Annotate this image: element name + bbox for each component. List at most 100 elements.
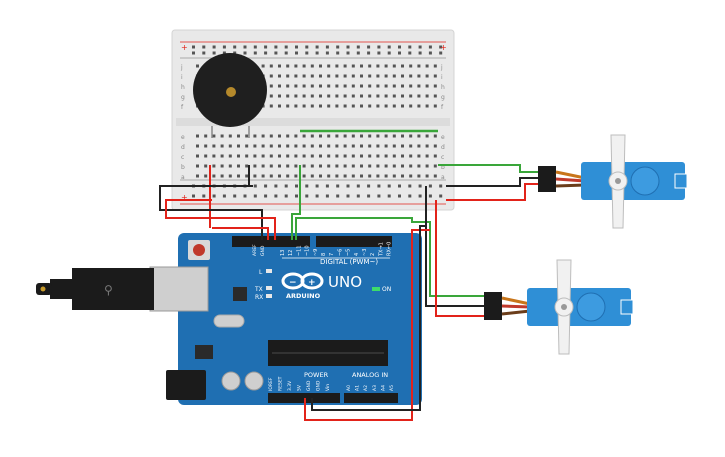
grid-hole [212, 164, 216, 168]
rail-hole [336, 194, 340, 198]
grid-hole [417, 84, 421, 88]
grid-hole [401, 84, 404, 88]
grid-hole [286, 84, 290, 88]
rail-hole [274, 194, 278, 198]
rail-hole [377, 45, 381, 49]
red-wire-5v[interactable] [304, 229, 430, 421]
black-wire-gnd-bottom[interactable] [311, 225, 426, 411]
grid-hole [261, 144, 265, 148]
grid-hole [425, 134, 429, 138]
row-letter: h [441, 84, 445, 91]
usb-icon: ⚲ [104, 283, 113, 297]
rail-hole [233, 51, 237, 55]
grid-hole [310, 134, 314, 138]
row-letter: b [181, 164, 185, 171]
grid-hole [401, 94, 404, 98]
reset-button[interactable] [193, 244, 205, 256]
grid-hole [384, 64, 388, 68]
grid-hole [310, 74, 314, 78]
rail-hole [202, 45, 206, 49]
red-wire-buzzer-signal[interactable] [212, 227, 269, 240]
grid-hole [392, 64, 396, 68]
green-wire-servo-1[interactable] [438, 164, 540, 173]
rail-hole [408, 51, 412, 55]
servo-motor-2[interactable] [484, 259, 634, 355]
black-wire-gnd-top[interactable] [159, 185, 263, 240]
digital-header-right [316, 236, 392, 247]
rail-hole [377, 51, 381, 55]
grid-hole [360, 84, 363, 88]
grid-hole [417, 164, 421, 168]
rail-hole [398, 184, 401, 188]
grid-hole [310, 64, 314, 68]
row-letter: c [181, 154, 184, 161]
row-letter: d [441, 144, 445, 151]
grid-hole [261, 154, 265, 158]
rail-hole [305, 51, 309, 55]
black-wire-servo-1[interactable] [446, 177, 540, 187]
grid-hole [392, 174, 396, 178]
rail-hole [346, 194, 350, 198]
grid-hole [319, 84, 322, 88]
grid-hole [278, 74, 281, 78]
grid-hole [343, 134, 347, 138]
rail-hole [439, 45, 443, 49]
grid-hole [327, 144, 331, 148]
row-letter: i [441, 74, 443, 81]
power-pin-label: IOREF [268, 377, 274, 391]
row-letter: a [441, 174, 445, 181]
grid-hole [417, 94, 421, 98]
rail-hole [264, 51, 268, 55]
grid-hole [392, 164, 396, 168]
rail-plus-label-right: + [440, 43, 447, 52]
grid-hole [360, 144, 363, 148]
rail-hole [336, 184, 340, 188]
grid-hole [327, 104, 331, 108]
rail-hole [295, 184, 298, 188]
row-letter: d [181, 144, 185, 151]
red-wire-servo-2[interactable] [435, 200, 490, 317]
grid-hole [294, 164, 298, 168]
green-wire-pin-10[interactable] [291, 175, 301, 240]
analog-pin-label: A1 [355, 385, 361, 391]
grid-hole [343, 164, 347, 168]
analog-pin-label: A4 [380, 385, 386, 391]
servo-1-lead-red [555, 177, 586, 183]
grid-hole [302, 84, 306, 88]
grid-hole [310, 174, 314, 178]
usb-cable[interactable]: ⚲ [36, 266, 209, 312]
green-wire-servo-2[interactable] [295, 217, 490, 297]
red-wire-servo-1[interactable] [446, 183, 540, 201]
grid-hole [425, 84, 429, 88]
grid-hole [409, 104, 413, 108]
grid-hole [401, 164, 404, 168]
arduino-brand-label: ARDUINO [286, 292, 321, 300]
power-jack[interactable] [166, 370, 206, 400]
grid-hole [319, 64, 322, 68]
grid-hole [269, 174, 273, 178]
servo-motor-1[interactable] [538, 134, 688, 229]
grid-hole [294, 74, 298, 78]
grid-hole [360, 64, 363, 68]
grid-hole [327, 164, 331, 168]
red-wire-rail[interactable] [165, 199, 276, 240]
rail-hole [192, 194, 195, 198]
grid-hole [278, 94, 281, 98]
uno-label: UNO [328, 273, 362, 291]
rail-hole [336, 45, 340, 49]
grid-hole [286, 164, 290, 168]
grid-hole [204, 174, 208, 178]
grid-hole [425, 144, 429, 148]
grid-hole [327, 134, 331, 138]
piezo-buzzer[interactable] [193, 53, 267, 138]
grid-hole [368, 84, 372, 88]
servo-2-screw [561, 304, 567, 310]
grid-hole [220, 154, 224, 158]
analog-pin-label: A0 [346, 385, 352, 391]
grid-hole [425, 94, 429, 98]
grid-hole [220, 144, 224, 148]
